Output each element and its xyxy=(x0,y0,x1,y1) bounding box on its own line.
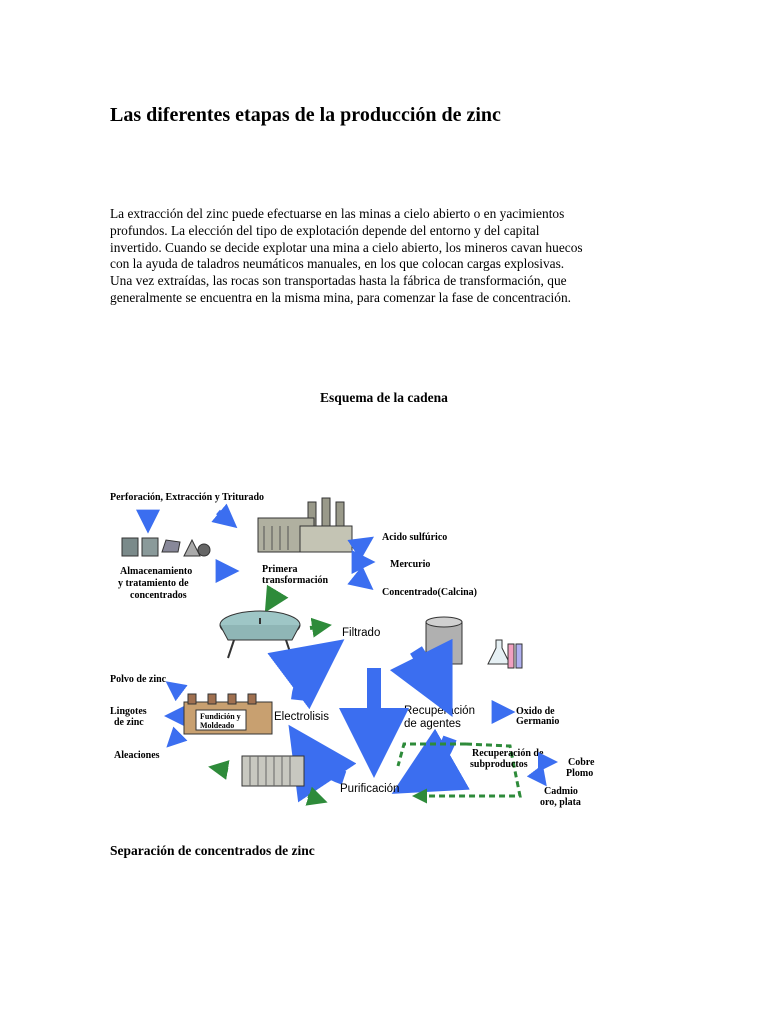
intro-line: La extracción del zinc puede efectuarse … xyxy=(110,206,565,221)
transport-icons xyxy=(121,537,211,557)
recovery-tower-icon xyxy=(425,616,463,665)
foundry-icon xyxy=(183,693,273,735)
intro-line: generalmente se encuentra en la misma mi… xyxy=(110,289,571,305)
intro-line: con la ayuda de taladros neumáticos manu… xyxy=(110,256,565,272)
intro-line: Una vez extraídas, las rocas son transpo… xyxy=(110,273,567,289)
label-concentrado: Concentrado(Calcina) xyxy=(382,587,477,598)
label-recuperacion-sub-1: Recuperación de xyxy=(472,748,544,759)
label-filtrado: Filtrado xyxy=(342,627,380,639)
label-fundicion-2: Moldeado xyxy=(200,721,234,730)
label-lingotes-2: de zinc xyxy=(114,717,144,728)
filter-tank-icon xyxy=(219,610,301,659)
arrow-down-left-icon xyxy=(264,584,289,613)
label-almacenamiento-3: concentrados xyxy=(130,590,187,601)
arrow-up-right-icon xyxy=(347,536,374,560)
arrow-right-icon xyxy=(305,786,328,806)
label-oxido-2: Germanio xyxy=(516,716,559,727)
arrow-down-right-icon xyxy=(347,565,374,590)
label-plomo: Plomo xyxy=(566,768,593,779)
section-heading: Separación de concentrados de zinc xyxy=(110,843,315,858)
label-acido: Acido sulfúrico xyxy=(382,532,447,543)
arrow-up-left-icon xyxy=(165,681,188,702)
cycle-arrow-up-icon xyxy=(267,639,345,710)
label-recuperacion-agentes-2: de agentes xyxy=(404,718,461,730)
label-primera-1: Primera xyxy=(262,564,298,575)
intro-line: invertido. Cuando se decide explotar una… xyxy=(110,239,583,255)
label-lingotes-1: Lingotes xyxy=(110,706,147,717)
label-primera-2: transformación xyxy=(262,575,329,586)
label-mercurio: Mercurio xyxy=(390,559,430,570)
arrow-left-icon xyxy=(208,760,230,780)
label-cadmio: Cadmio xyxy=(544,786,578,797)
label-aleaciones: Aleaciones xyxy=(114,750,160,761)
flask-icon xyxy=(487,639,523,669)
arrow-down-right-icon xyxy=(526,764,547,787)
label-oro: oro, plata xyxy=(540,797,581,808)
label-recuperacion-agentes-1: Recuperación xyxy=(404,705,475,717)
label-almacenamiento-1: Almacenamiento xyxy=(120,566,192,577)
factory-icon xyxy=(257,497,353,553)
diagram-caption: Esquema de la cadena xyxy=(320,390,448,405)
dashed-return-arrow-icon xyxy=(396,742,522,796)
page-title: Las diferentes etapas de la producción d… xyxy=(110,104,501,126)
zinc-production-diagram: Perforación, Extracción y Triturado Alma… xyxy=(110,492,595,808)
label-almacenamiento-2: y tratamiento de xyxy=(118,578,189,589)
arrow-diagonal-icon xyxy=(211,503,238,529)
cycle-arrow-down-left-icon xyxy=(391,728,470,794)
arrow-right-icon xyxy=(309,617,332,638)
label-recuperacion-sub-2: subproductos xyxy=(470,759,528,770)
label-fundicion-1: Fundición y xyxy=(200,712,241,721)
intro-line: profundos. La elección del tipo de explo… xyxy=(110,222,540,238)
cycle-arrow-right-down-icon xyxy=(389,638,453,718)
label-perforacion: Perforación, Extracción y Triturado xyxy=(110,492,264,503)
label-oxido-1: Oxido de xyxy=(516,706,555,717)
cycle-arrow-up-left-icon xyxy=(288,724,357,803)
label-cobre: Cobre xyxy=(568,757,595,768)
filter-press-icon xyxy=(241,755,305,787)
label-purificacion: Purificación xyxy=(340,783,399,795)
label-electrolisis: Electrolisis xyxy=(274,711,329,723)
label-polvo: Polvo de zinc xyxy=(110,674,167,685)
arrow-down-left-icon xyxy=(166,726,188,748)
intro-paragraph: La extracción del zinc puede efectuarse … xyxy=(110,206,650,307)
